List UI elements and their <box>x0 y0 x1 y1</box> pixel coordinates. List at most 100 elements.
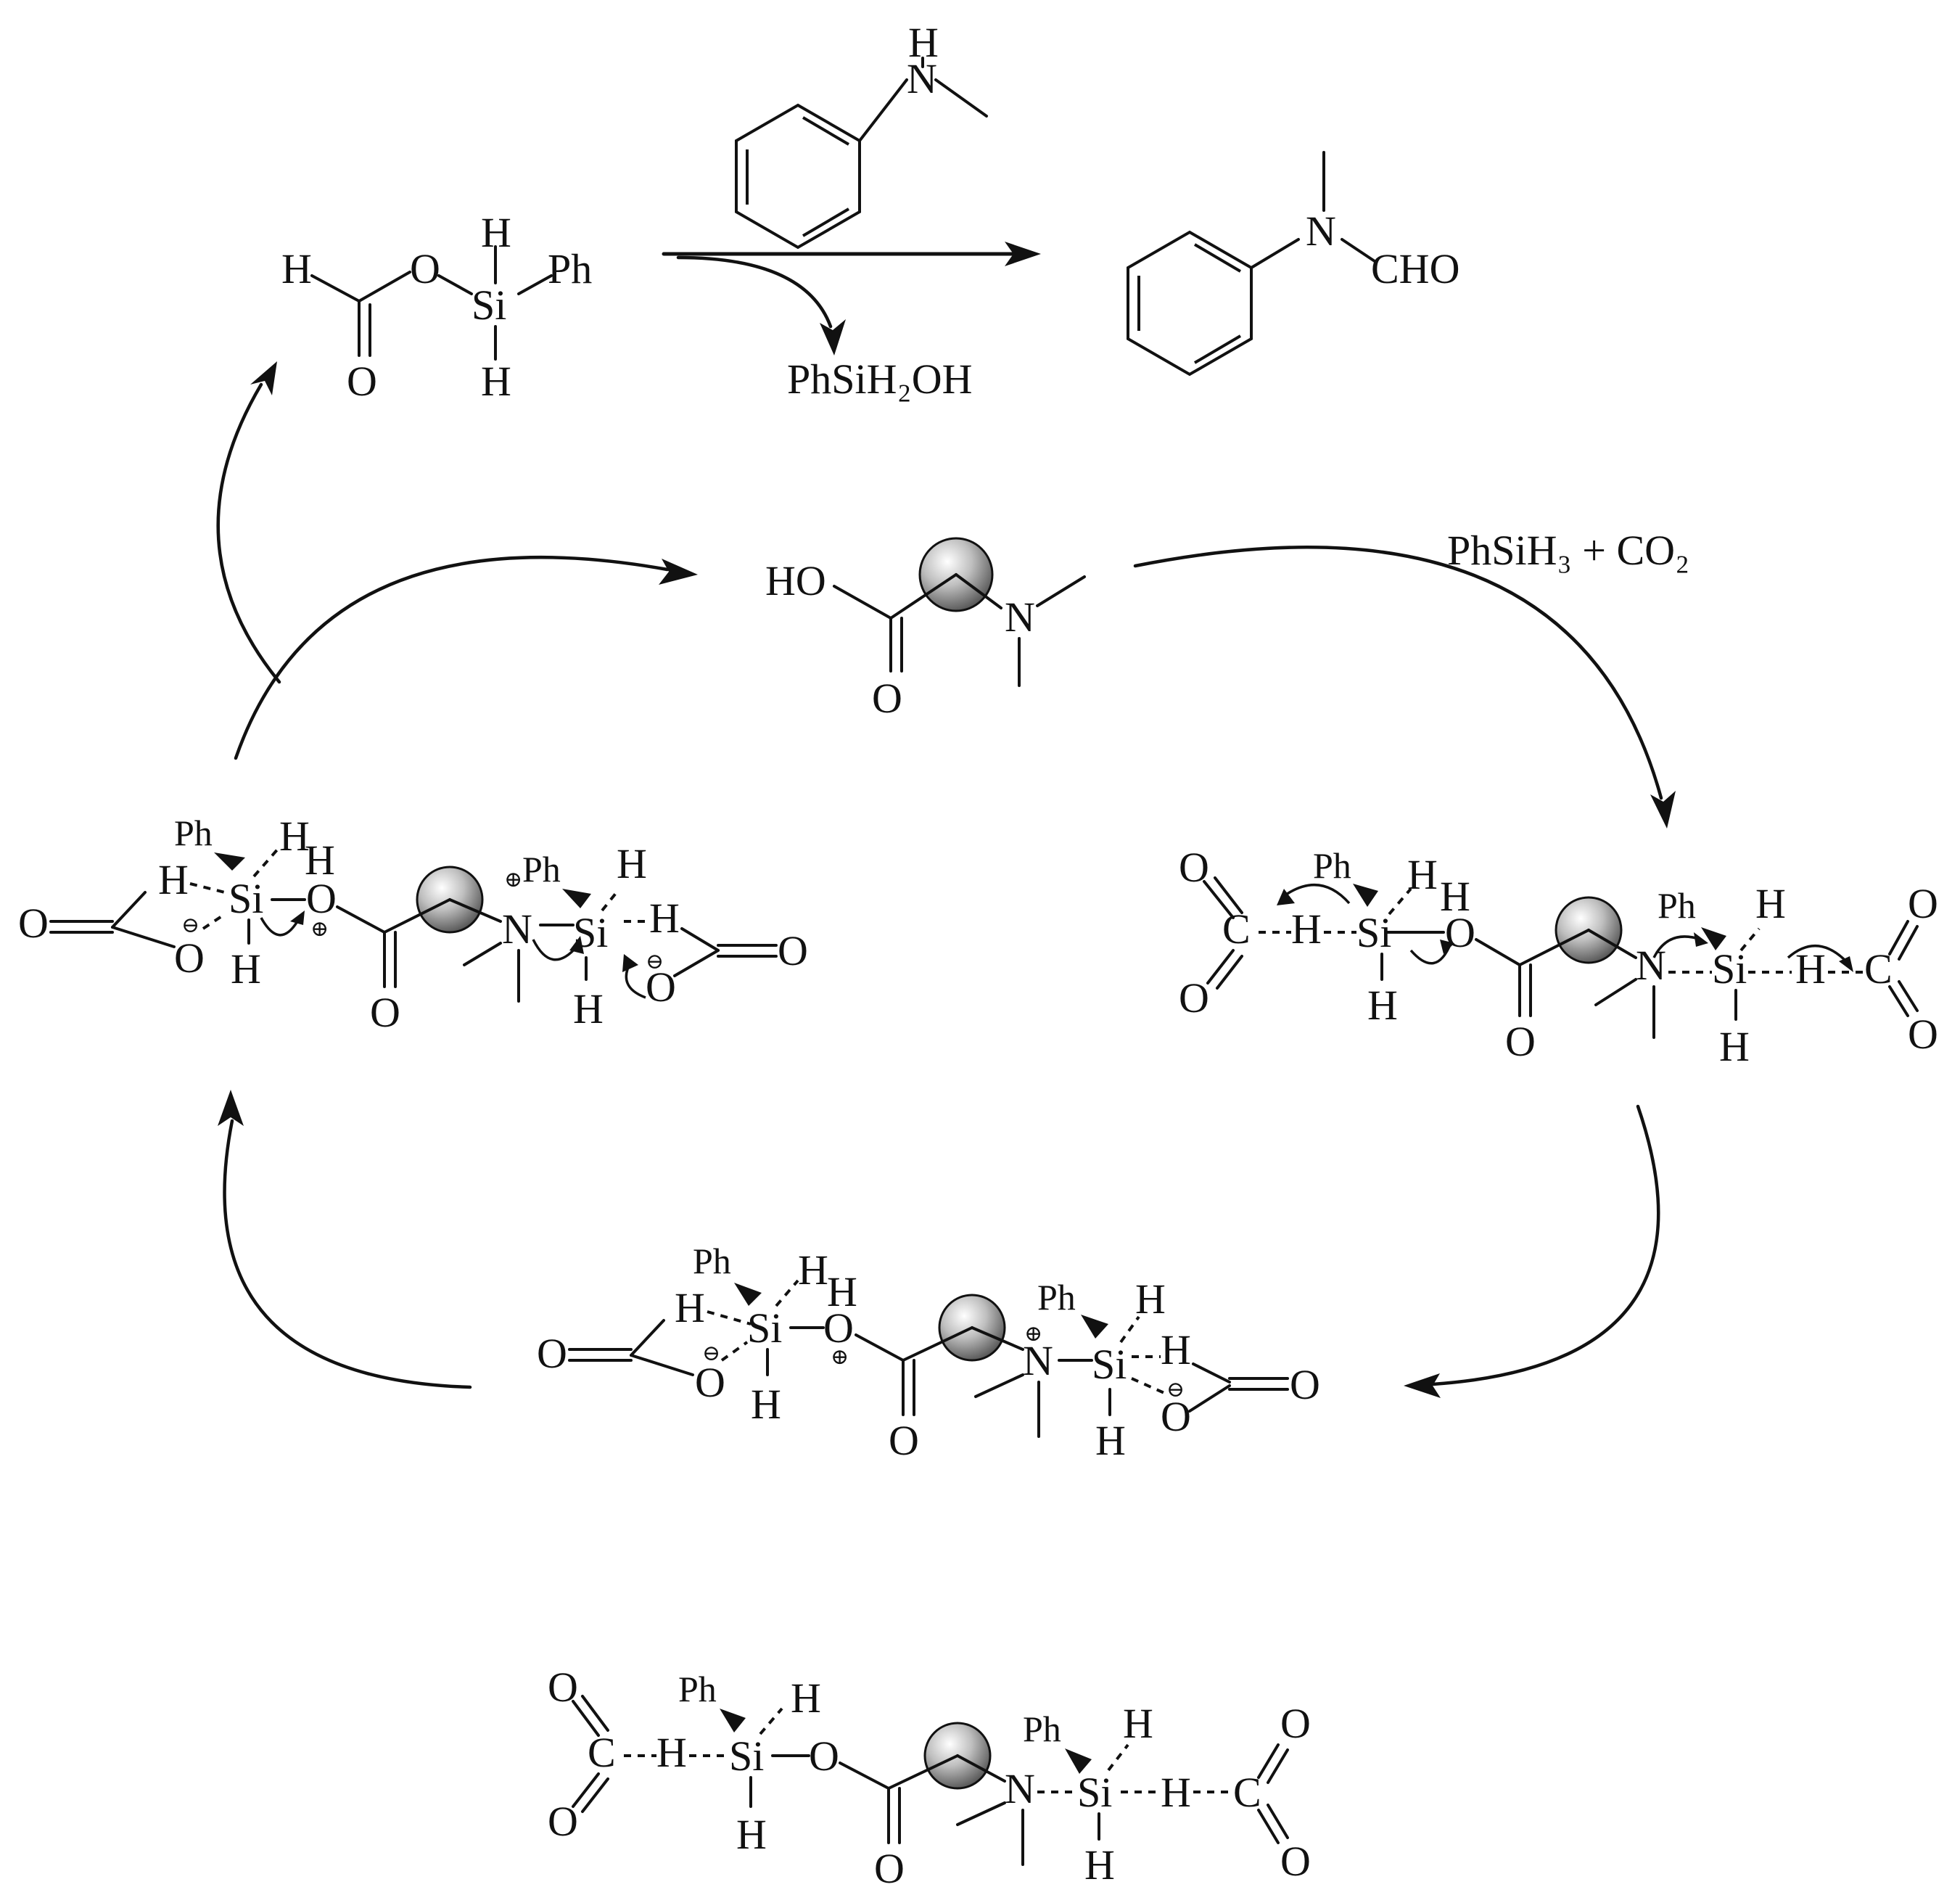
state-a-neg-charge-2: ⊖ <box>646 950 664 974</box>
n-methylaniline-structure: H N <box>735 19 988 250</box>
reagents-label: PhSiH₃ + CO₂ <box>1447 527 1689 574</box>
state-d-c1: C <box>588 1729 616 1776</box>
catalyst-ho-label: HO <box>765 557 826 604</box>
state-d-h1: H <box>656 1729 687 1776</box>
state-b-h5b: H <box>1719 1023 1750 1070</box>
state-a-si1: Si <box>228 875 263 922</box>
state-a-h1: H <box>158 856 189 903</box>
state-c-o1: O <box>537 1330 567 1377</box>
formate-si-label: Si <box>472 281 506 329</box>
state-a-pos-charge-2: ⊕ <box>504 868 522 892</box>
state-b-h1: H <box>1291 905 1322 953</box>
state-d-si2: Si <box>1077 1769 1112 1816</box>
state-c-h4: H <box>751 1381 781 1428</box>
formate-h-top-label: H <box>481 209 511 256</box>
formate-h-label: H <box>281 245 312 292</box>
state-c-ph1: Ph <box>693 1241 731 1281</box>
state-a-h5: H <box>649 895 680 942</box>
state-b-o2: O <box>1179 974 1209 1022</box>
state-c-o5: O <box>1161 1393 1191 1440</box>
state-a-pos-charge-1: ⊕ <box>310 917 329 941</box>
state-d-h5: H <box>1084 1841 1115 1888</box>
state-c-pos-charge-1: ⊕ <box>831 1345 849 1369</box>
state-a-o1: O <box>18 900 49 947</box>
state-b-h3: H <box>1440 873 1470 920</box>
state-d-h2: H <box>791 1674 821 1722</box>
state-c-o2: O <box>695 1359 725 1406</box>
formate-ph-label: Ph <box>548 245 592 292</box>
catalyst-o-label: O <box>872 675 902 722</box>
state-b-h4: H <box>1367 982 1398 1029</box>
state-d-o5: O <box>1280 1700 1311 1747</box>
transition-state-b: O C O H Ph Si H H H O O N Ph <box>1179 844 1938 1070</box>
state-c-si1: Si <box>747 1304 782 1352</box>
state-c-h5: H <box>1135 1275 1166 1323</box>
formate-ester-o-label: O <box>410 245 440 292</box>
state-b-o5: O <box>1908 880 1938 927</box>
state-b-h6: H <box>1795 945 1826 992</box>
state-d-o4: O <box>874 1845 905 1892</box>
transition-state-c: O O ⊖ H Ph Si H H H O ⊕ O ⊕ N Ph Si <box>537 1241 1320 1464</box>
formate-h-bottom-label: H <box>481 358 511 405</box>
state-d-h6: H <box>1161 1769 1191 1816</box>
state-a-neg-charge-1: ⊖ <box>181 913 199 937</box>
state-a-o5: O <box>646 963 676 1011</box>
state-d-si1: Si <box>729 1732 764 1780</box>
product-n-label: N <box>1306 207 1336 255</box>
state-b-h2: H <box>1407 851 1438 898</box>
n-methylformanilide-structure: N CHO <box>1127 151 1459 377</box>
state-c-o3: O <box>823 1304 854 1352</box>
state-a-h6: H <box>573 985 604 1032</box>
state-c-neg-charge-1: ⊖ <box>702 1341 720 1365</box>
state-c-neg-charge-2: ⊖ <box>1166 1378 1185 1402</box>
state-b-ph1: Ph <box>1313 845 1351 886</box>
state-d-h4: H <box>1123 1700 1153 1747</box>
amine-h-label: H <box>908 19 939 66</box>
state-c-h6b: H <box>1095 1417 1126 1464</box>
formate-carbonyl-o-label: O <box>347 358 377 405</box>
state-b-n: N <box>1636 942 1666 989</box>
state-a-h2b: H <box>305 836 335 884</box>
catalyst-n-label: N <box>1005 593 1035 641</box>
complex-d: O C O H Ph Si H H O O N Ph Si H H <box>548 1664 1311 1892</box>
state-d-h3: H <box>736 1811 767 1858</box>
state-c-n: N <box>1023 1337 1053 1384</box>
state-d-o3: O <box>809 1732 839 1780</box>
state-b-o2b: O <box>1445 909 1475 956</box>
state-a-o6: O <box>778 927 808 974</box>
product-cho-label: CHO <box>1371 245 1459 292</box>
state-c-h2: H <box>798 1246 828 1294</box>
state-a-h3: H <box>231 945 261 992</box>
state-c-o4: O <box>889 1417 919 1464</box>
state-d-ph2: Ph <box>1023 1709 1061 1749</box>
state-a-h2: H <box>279 813 310 860</box>
formylation-arrow <box>662 242 1041 355</box>
state-d-n: N <box>1005 1765 1035 1812</box>
amine-n-label: N <box>907 55 937 102</box>
state-b-o6: O <box>1908 1011 1938 1058</box>
state-d-o6: O <box>1280 1838 1311 1885</box>
state-b-si2: Si <box>1712 945 1747 992</box>
state-d-o2: O <box>548 1798 578 1845</box>
state-b-h5: H <box>1755 880 1786 927</box>
state-c-pos-charge-2: ⊕ <box>1024 1322 1042 1346</box>
cycle-arrows <box>216 361 1676 1398</box>
state-c-o6: O <box>1290 1361 1320 1408</box>
state-b-c1: C <box>1222 905 1251 953</box>
state-b-o3: O <box>1505 1018 1536 1065</box>
state-a-n: N <box>502 905 532 953</box>
state-a-o3: O <box>306 875 337 922</box>
byproduct-label: PhSiH₂OH <box>787 355 973 403</box>
state-a-o4: O <box>370 989 400 1036</box>
state-a-h4: H <box>617 840 647 887</box>
state-a-o2: O <box>174 934 205 982</box>
state-a-ph2: Ph <box>522 849 561 889</box>
state-c-si2: Si <box>1092 1341 1127 1388</box>
transition-state-a: O O ⊖ H Ph Si H H H O ⊕ O ⊕ N Ph <box>18 813 808 1036</box>
silyl-formate-intermediate: H O O Si H H Ph <box>281 209 592 405</box>
state-c-h6: H <box>1161 1326 1191 1373</box>
state-a-ph1: Ph <box>174 813 213 853</box>
state-d-c2: C <box>1233 1769 1261 1816</box>
state-c-ph2: Ph <box>1037 1277 1076 1318</box>
